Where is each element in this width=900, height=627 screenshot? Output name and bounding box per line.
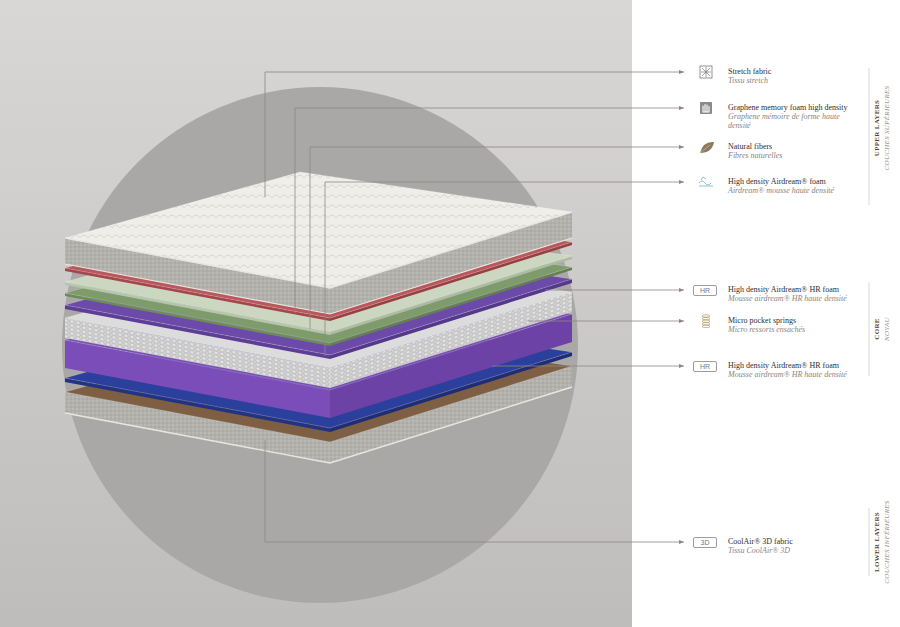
layer-name: Stretch fabric <box>728 67 864 76</box>
grey-panel <box>0 0 632 627</box>
top-panel-top <box>65 172 572 288</box>
layer-name: CoolAir® 3D fabric <box>728 537 864 546</box>
group-label: UPPER LAYERS <box>873 100 882 156</box>
leader-line <box>265 72 684 197</box>
layer-name-fr: Airdream® mousse haute densité <box>728 186 864 195</box>
leader-arrow <box>679 145 684 149</box>
badge-text: HR <box>694 363 716 371</box>
layer-name-fr: Mousse airdream® HR haute densité <box>728 370 864 379</box>
leader-line <box>325 182 684 356</box>
icon-badge: HR <box>693 361 717 372</box>
group-label: NOYAU <box>883 317 892 341</box>
layer-name: High density Airdream® HR foam <box>728 361 864 370</box>
layer-name-fr: Micro ressorts ensachés <box>728 325 864 334</box>
spring-icon <box>702 323 710 325</box>
leader-line <box>545 290 684 291</box>
leader-line <box>492 366 684 367</box>
icon-badge: 3D <box>693 537 717 548</box>
layer-name: Micro pocket springs <box>728 316 864 325</box>
leader-line <box>265 440 684 542</box>
top-piping <box>65 238 572 314</box>
leader-arrow <box>679 288 684 292</box>
stretch-icon <box>700 66 712 78</box>
top-piping <box>65 212 572 288</box>
leaf-icon <box>700 145 710 153</box>
leaf-icon <box>700 142 714 153</box>
layer-name: Natural fibers <box>728 142 864 151</box>
spring-icon <box>702 317 710 319</box>
leader-line <box>310 147 684 329</box>
icon-badge: HR <box>693 285 717 296</box>
graphene-icon <box>700 102 712 114</box>
leader-line <box>295 108 684 313</box>
leader-arrow <box>679 180 684 184</box>
spring-icon <box>702 315 710 317</box>
group-label: LOWER LAYERS <box>873 512 882 572</box>
leader-arrow <box>679 364 684 368</box>
group-bracket <box>869 282 870 376</box>
badge-text: HR <box>694 287 716 295</box>
leader-arrow <box>679 319 684 323</box>
leader-line <box>528 321 684 322</box>
backdrop-circle <box>62 87 578 603</box>
group-bracket <box>869 508 870 576</box>
leader-arrow <box>679 106 684 110</box>
layer-name-fr: Mousse airdream® HR haute densité <box>728 294 864 303</box>
layer-name: Graphene memory foam high density <box>728 103 864 112</box>
stretch-icon <box>701 67 711 77</box>
leader-arrow <box>679 70 684 74</box>
layer-name: High density Airdream® HR foam <box>728 285 864 294</box>
group-label: CORE <box>873 318 882 339</box>
layer-name: High density Airdream® foam <box>728 177 864 186</box>
group-label: COUCHES INFÉRIEURES <box>883 500 892 583</box>
group-bracket <box>869 68 870 205</box>
graphene-icon <box>703 105 709 113</box>
layer-name-fr: Graphene mémoire de forme haute densité <box>728 112 864 130</box>
layer-name-fr: Fibres naturelles <box>728 151 864 160</box>
white-panel <box>632 0 900 627</box>
spring-icon <box>702 325 710 327</box>
badge-text: 3D <box>694 539 716 547</box>
layer-name-fr: Tissu CoolAir® 3D <box>728 546 864 555</box>
group-label: COUCHES SUPÉRIEURES <box>883 86 892 171</box>
leader-arrow <box>679 540 684 544</box>
airdream-icon <box>699 177 713 186</box>
spring-icon <box>702 320 710 322</box>
layer-name-fr: Tissu stretch <box>728 76 864 85</box>
